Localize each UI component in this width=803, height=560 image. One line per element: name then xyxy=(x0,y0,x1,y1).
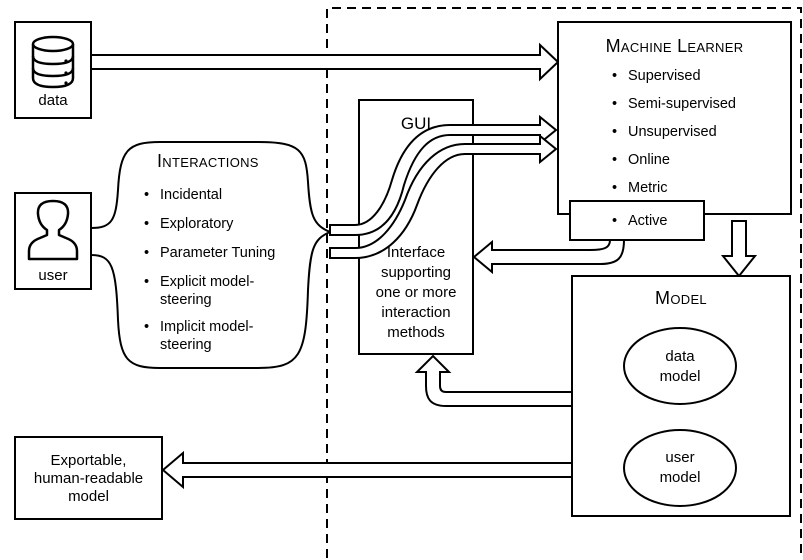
learner-method-item: Unsupervised xyxy=(610,123,736,141)
learner-method-item: Metric xyxy=(610,179,736,197)
interactions-title: Interactions xyxy=(157,151,259,171)
learner-method-item: Semi-supervised xyxy=(610,95,736,113)
user-icon xyxy=(27,199,79,261)
interaction-item: Explicit model-steering xyxy=(142,273,280,309)
gui-description-line: supporting xyxy=(380,264,452,281)
gui-description-line: one or more xyxy=(375,284,457,301)
user-model-ellipse xyxy=(623,429,737,507)
machine-learner-title: Machine Learner xyxy=(605,36,744,56)
export-box xyxy=(14,436,163,520)
interactions-list: Incidental Exploratory Parameter Tuning … xyxy=(142,186,280,354)
database-icon xyxy=(31,35,75,89)
gui-description-line: interaction xyxy=(381,304,451,321)
data-label: data xyxy=(38,92,68,109)
user-label: user xyxy=(38,267,68,284)
arrow-model-to-gui xyxy=(414,354,573,407)
arrow-learner-to-model xyxy=(720,220,758,278)
user-model-label: model xyxy=(659,469,701,486)
arrow-active-to-gui xyxy=(472,239,626,275)
active-list: Active xyxy=(610,212,668,230)
data-model-label: data xyxy=(665,348,695,365)
gui-description-line: Interface xyxy=(386,244,446,261)
arrow-interactions-to-learner xyxy=(329,114,558,259)
export-label: human-readable xyxy=(33,470,144,487)
arrow-model-to-export xyxy=(161,450,573,490)
learner-method-active: Active xyxy=(610,212,668,230)
interaction-item: Incidental xyxy=(142,186,280,204)
interaction-item: Parameter Tuning xyxy=(142,244,280,262)
export-label: model xyxy=(68,488,109,505)
learner-method-item: Online xyxy=(610,151,736,169)
data-model-label: model xyxy=(659,368,701,385)
export-label: Exportable, xyxy=(50,452,127,469)
user-model-label: user xyxy=(665,449,695,466)
gui-description-line: methods xyxy=(387,324,445,341)
gui-title: GUI xyxy=(400,114,432,133)
model-title: Model xyxy=(655,288,707,308)
data-model-ellipse xyxy=(623,327,737,405)
system-boundary xyxy=(326,7,802,558)
arrow-data-to-learner xyxy=(90,42,560,82)
interaction-item: Exploratory xyxy=(142,215,280,233)
interaction-item: Implicit model-steering xyxy=(142,318,280,354)
learner-methods-list: Supervised Semi-supervised Unsupervised … xyxy=(610,67,736,197)
learner-method-item: Supervised xyxy=(610,67,736,85)
